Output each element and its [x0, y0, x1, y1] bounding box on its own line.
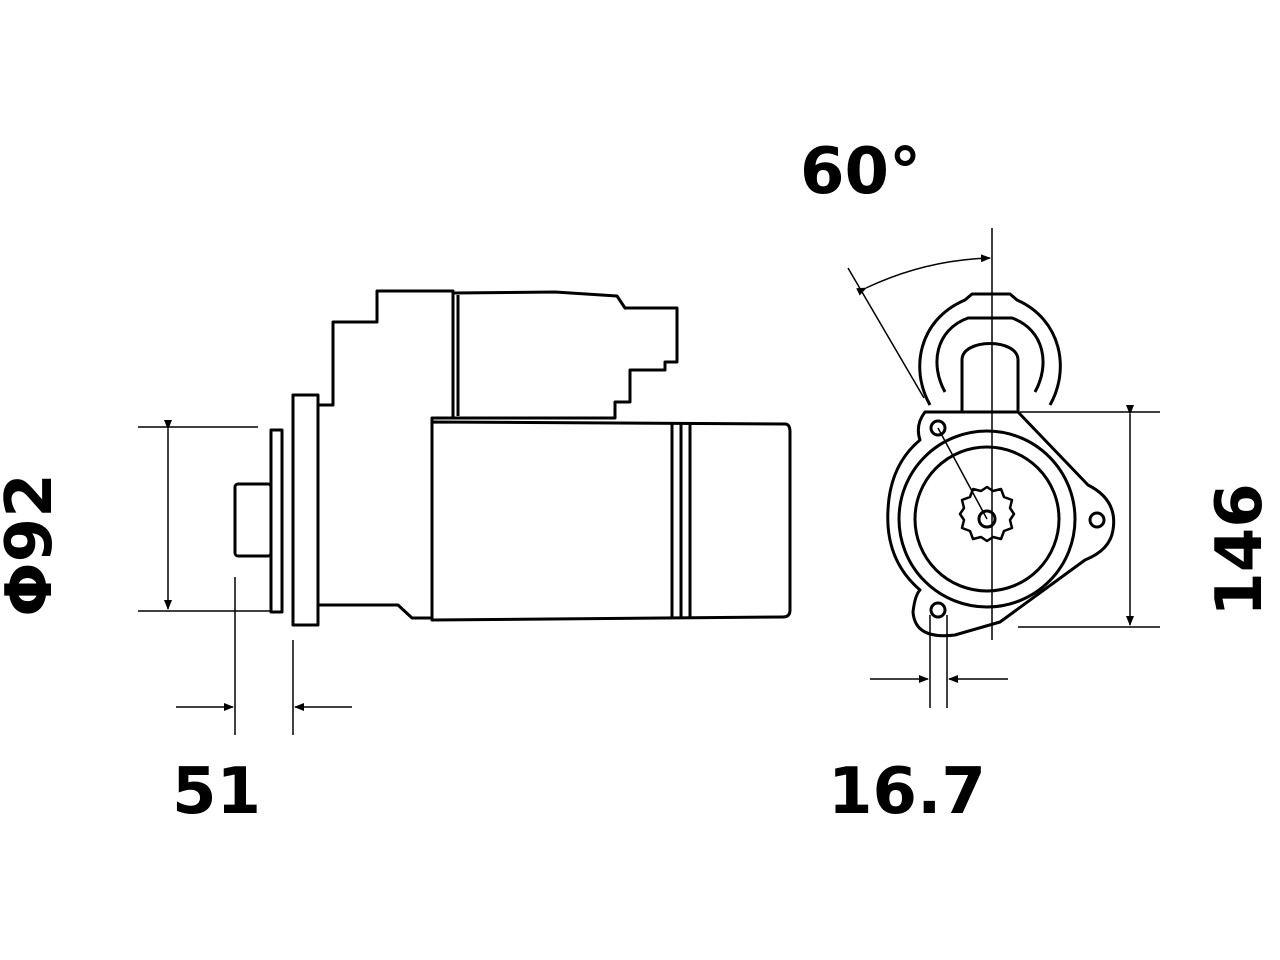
pinion-bore — [977, 509, 997, 529]
mount-hole-top — [929, 419, 947, 437]
terminal-cap — [918, 292, 1062, 406]
offset-label: 16.7 — [828, 755, 986, 829]
motor-body — [430, 420, 792, 622]
angle-label: 60° — [800, 135, 922, 209]
diameter-label: Φ92 — [0, 473, 67, 617]
angle-reference-line — [847, 267, 925, 399]
pinion-gear — [958, 485, 1016, 543]
solenoid — [451, 290, 679, 420]
end-view-construction — [847, 228, 993, 640]
height-dimension — [1018, 405, 1160, 628]
height-label: 146 — [1203, 483, 1277, 617]
angle-arc — [856, 254, 991, 296]
length-label: 51 — [172, 755, 262, 829]
offset-dimension — [870, 615, 1008, 708]
motor-face-outer — [897, 429, 1077, 609]
mounting-flange — [291, 393, 320, 627]
pinion-shaft — [233, 482, 273, 558]
mount-hole-centerline — [937, 427, 988, 520]
length-dimension — [176, 577, 352, 735]
mount-hole-right — [1088, 511, 1106, 529]
terminal-post — [960, 342, 1020, 412]
diameter-dimension — [138, 420, 272, 612]
motor-face-inner — [913, 445, 1061, 593]
end-view — [886, 292, 1116, 638]
mount-hole-bottom — [929, 601, 947, 619]
side-view — [233, 289, 792, 627]
terminal-cap-inner — [935, 316, 1045, 393]
flange-outline — [886, 410, 1116, 638]
drive-end-nose — [269, 428, 284, 614]
